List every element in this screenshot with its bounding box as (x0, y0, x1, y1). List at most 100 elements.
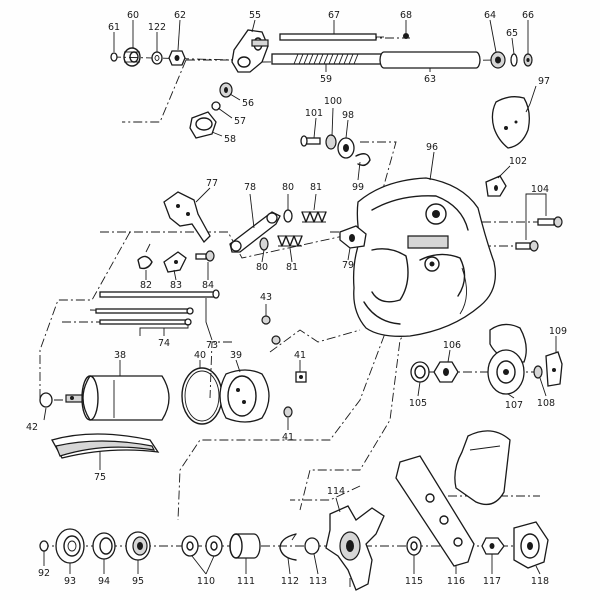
label-105: 105 (409, 398, 427, 409)
part-98 (337, 137, 355, 159)
part-62 (168, 50, 186, 66)
label-118: 118 (531, 576, 549, 587)
label-74: 74 (158, 338, 170, 349)
part-61 (110, 52, 118, 62)
label-66: 66 (522, 10, 534, 21)
part-108 (533, 365, 543, 379)
label-115: 115 (405, 576, 423, 587)
right-middle-group (410, 323, 563, 395)
part-99 (355, 153, 371, 167)
label-102: 102 (509, 156, 527, 167)
label-80-b: 80 (256, 262, 268, 273)
label-41-b: 41 (282, 432, 294, 443)
label-81-b: 81 (286, 262, 298, 273)
part-116 (395, 430, 511, 567)
part-41-b (283, 406, 293, 418)
label-80-a: 80 (282, 182, 294, 193)
part-56 (219, 82, 233, 98)
part-38 (65, 375, 170, 421)
label-93: 93 (64, 576, 76, 587)
part-104 (515, 216, 563, 252)
label-104: 104 (531, 184, 549, 195)
label-64: 64 (484, 10, 496, 21)
middle-group (95, 191, 367, 326)
top-shaft-group (110, 29, 533, 139)
label-92: 92 (38, 568, 50, 579)
label-38: 38 (114, 350, 126, 361)
part-93 (55, 528, 85, 564)
label-73: 73 (206, 340, 218, 351)
part-102 (485, 175, 507, 197)
label-112: 112 (281, 576, 299, 587)
part-67 (279, 33, 384, 41)
label-58: 58 (224, 134, 236, 145)
part-80-a (283, 209, 293, 223)
part-105 (410, 361, 430, 383)
label-108: 108 (537, 398, 555, 409)
label-97: 97 (538, 76, 550, 87)
label-96: 96 (426, 142, 438, 153)
label-42: 42 (26, 422, 38, 433)
part-63 (379, 51, 481, 69)
part-97 (491, 96, 530, 149)
label-39: 39 (230, 350, 242, 361)
label-75: 75 (94, 472, 106, 483)
label-56: 56 (242, 98, 254, 109)
part-101 (300, 135, 321, 147)
label-60: 60 (127, 10, 139, 21)
label-68: 68 (400, 10, 412, 21)
bottom-row-group (39, 430, 549, 591)
assembly-lines (39, 37, 556, 590)
part-114 (325, 505, 385, 591)
part-81-b (277, 235, 303, 247)
label-84: 84 (202, 280, 214, 291)
label-79: 79 (342, 260, 354, 271)
label-100: 100 (324, 96, 342, 107)
label-122: 122 (148, 22, 166, 33)
part-81-a (301, 211, 327, 223)
label-41-a: 41 (294, 350, 306, 361)
part-83 (163, 251, 187, 273)
label-95: 95 (132, 576, 144, 587)
part-82 (137, 243, 153, 270)
label-117: 117 (483, 576, 501, 587)
part-84 (195, 250, 215, 262)
part-100 (325, 134, 337, 150)
label-110: 110 (197, 576, 215, 587)
part-117 (481, 537, 505, 555)
part-labels: 61 60 122 62 55 67 68 64 65 66 59 63 56 … (26, 10, 567, 587)
part-60 (123, 47, 141, 67)
part-112 (279, 533, 297, 561)
label-82: 82 (140, 280, 152, 291)
part-74 (95, 307, 194, 326)
label-106: 106 (443, 340, 461, 351)
part-66 (523, 53, 533, 67)
part-118 (513, 521, 549, 569)
label-65: 65 (506, 28, 518, 39)
part-43 (261, 315, 281, 345)
part-41-a (295, 371, 307, 383)
motor-group (39, 315, 307, 459)
label-116: 116 (447, 576, 465, 587)
right-upper-group (300, 96, 563, 337)
label-107: 107 (505, 400, 523, 411)
part-73 (99, 289, 220, 299)
part-40 (181, 367, 223, 425)
leader-lines (43, 19, 557, 575)
label-111: 111 (237, 576, 255, 587)
part-122 (151, 51, 163, 65)
part-58 (189, 111, 217, 139)
label-81-a: 81 (310, 182, 322, 193)
label-98: 98 (342, 110, 354, 121)
label-109: 109 (549, 326, 567, 337)
part-68 (403, 33, 409, 39)
label-77: 77 (206, 178, 218, 189)
part-39 (219, 369, 270, 423)
label-63: 63 (424, 74, 436, 85)
part-106 (433, 361, 459, 383)
part-107 (487, 323, 527, 395)
label-83: 83 (170, 280, 182, 291)
part-92 (39, 540, 49, 552)
part-55 (231, 29, 269, 73)
